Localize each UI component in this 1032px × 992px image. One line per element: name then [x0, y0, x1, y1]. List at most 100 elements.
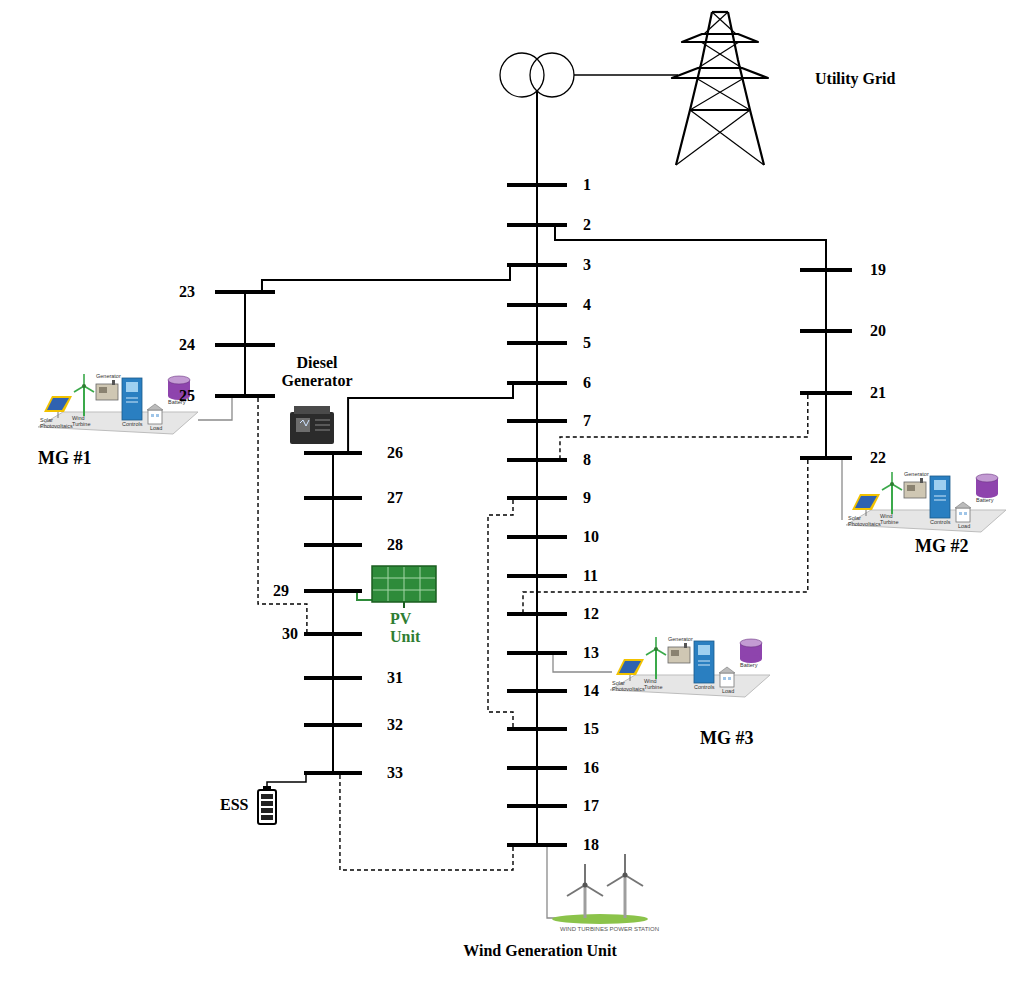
bus-bar: 12	[507, 612, 567, 616]
feeder-line	[244, 294, 246, 343]
feeder-line	[536, 731, 538, 766]
bus-bar: 7	[507, 419, 567, 423]
icon-caption: Solar Photovoltaics	[40, 418, 72, 430]
bus-bar: 26	[304, 451, 362, 455]
bus-bar: 4	[507, 303, 567, 307]
bus-number: 29	[273, 583, 289, 599]
bus-bar: 30	[304, 632, 362, 636]
icon-caption: Battery	[168, 400, 185, 406]
bus-bar: 23	[215, 290, 275, 294]
bus-bar: 2	[507, 223, 567, 227]
icon-caption: Solar Photovoltaics	[848, 516, 880, 528]
tie-line	[258, 398, 307, 632]
bus-number: 18	[583, 837, 599, 853]
transformer-symbol	[500, 53, 678, 183]
bus-number: 26	[387, 445, 403, 461]
bus-number: 16	[583, 760, 599, 776]
bus-bar: 1	[507, 183, 567, 187]
feeder-line	[825, 272, 827, 329]
feeder-line	[536, 345, 538, 381]
feeder-line	[825, 333, 827, 391]
microgrid-icon	[610, 637, 770, 697]
icon-caption: Wind Turbine	[880, 514, 906, 526]
bus-bar: 25	[215, 394, 275, 398]
icon-caption: Load	[958, 524, 970, 530]
bus-bar: 29	[304, 589, 362, 593]
bus-number: 23	[179, 284, 195, 300]
icon-caption: Controls	[694, 685, 714, 691]
feeder-line	[332, 636, 334, 676]
tie-line	[340, 775, 513, 870]
feeder-line	[332, 455, 334, 496]
icon-caption: Wind Turbine	[72, 416, 98, 428]
feeder-line	[536, 423, 538, 458]
icon-caption: Generator	[96, 374, 121, 380]
bus-number: 19	[870, 262, 886, 278]
bus-number: 8	[583, 452, 591, 468]
bus-bar: 5	[507, 341, 567, 345]
bus-number: 22	[870, 450, 886, 466]
bus-number: 33	[387, 765, 403, 781]
icon-caption: Load	[722, 689, 734, 695]
microgrid-label: MG #1	[38, 448, 92, 469]
icon-caption: Controls	[930, 520, 950, 526]
generator-label: Diesel Generator	[262, 354, 372, 391]
bus-number: 1	[583, 177, 591, 193]
bus-number: 28	[387, 537, 403, 553]
bus-number: 17	[583, 798, 599, 814]
wind-turbine-icon	[552, 854, 648, 924]
bus-number: 3	[583, 257, 591, 273]
bus-bar: 11	[507, 574, 567, 578]
feeder-line	[332, 727, 334, 771]
diesel-generator-icon	[290, 406, 334, 444]
bus-number: 20	[870, 323, 886, 339]
feeder-line	[332, 680, 334, 723]
ess-label: ESS	[220, 796, 248, 814]
bus-bar: 8	[507, 458, 567, 462]
bus-bar: 15	[507, 727, 567, 731]
bus-bar: 22	[800, 456, 852, 460]
feeder-line	[536, 227, 538, 263]
bus-number: 5	[583, 335, 591, 351]
bus-bar: 27	[304, 496, 362, 500]
icon-caption: Generator	[904, 472, 929, 478]
feeder-line	[348, 385, 513, 451]
icon-caption: Battery	[976, 498, 993, 504]
icon-caption: Solar Photovoltaics	[612, 681, 644, 693]
bus-number: 21	[870, 385, 886, 401]
feeder-line	[244, 347, 246, 394]
bus-number: 15	[583, 721, 599, 737]
feeder-line	[536, 187, 538, 223]
microgrid-label: MG #3	[700, 728, 754, 749]
bus-bar: 32	[304, 723, 362, 727]
microgrid-label: MG #2	[915, 536, 969, 557]
bus-bar: 18	[507, 843, 567, 847]
bus-number: 31	[387, 670, 403, 686]
feeder-line	[536, 770, 538, 804]
bus-number: 32	[387, 717, 403, 733]
feeder-line	[536, 808, 538, 843]
feeder-line	[536, 385, 538, 419]
pv-panel-icon	[357, 566, 436, 608]
bus-bar: 20	[800, 329, 852, 333]
icon-caption: Generator	[668, 637, 693, 643]
feeder-line	[262, 267, 510, 290]
bus-number: 10	[583, 529, 599, 545]
feeder-line	[536, 616, 538, 651]
bus-number: 13	[583, 645, 599, 661]
feeder-line	[555, 227, 826, 268]
bus-bar: 31	[304, 676, 362, 680]
bus-bar: 16	[507, 766, 567, 770]
bus-number: 7	[583, 413, 591, 429]
bus-bar: 10	[507, 535, 567, 539]
microgrid-icon	[846, 472, 1006, 532]
bus-bar: 13	[507, 651, 567, 655]
bus-bar: 19	[800, 268, 852, 272]
transmission-tower	[672, 12, 768, 165]
icon-caption: Load	[150, 426, 162, 432]
bus-bar: 33	[304, 771, 362, 775]
feeder-line	[536, 307, 538, 341]
bus-number: 2	[583, 217, 591, 233]
icon-caption: Controls	[122, 422, 142, 428]
microgrid-icon	[38, 374, 198, 434]
